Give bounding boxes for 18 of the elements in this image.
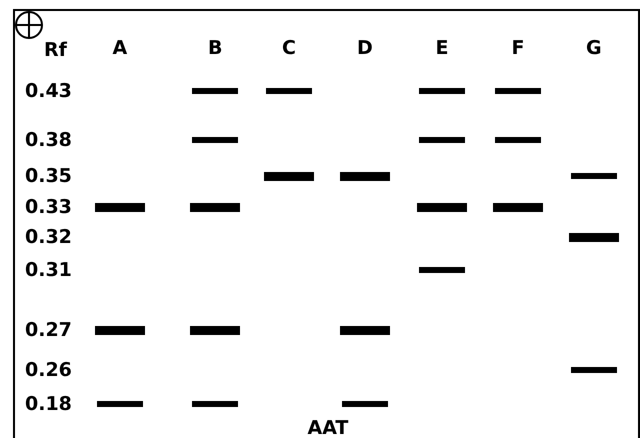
rf-value: 0.35 [25,165,72,187]
lane-label: F [512,37,524,59]
rf-value: 0.26 [25,359,72,381]
lane-label: B [208,37,222,59]
rf-value: 0.31 [25,259,72,281]
rf-value: 0.38 [25,129,72,151]
axis-label: Rf [44,39,67,61]
rf-value: 0.43 [25,80,72,102]
rf-value: 0.33 [25,196,72,218]
lane-label: G [586,37,602,59]
lane-label: E [436,37,448,59]
caption: AAT [308,417,348,438]
rf-value: 0.27 [25,319,72,341]
lane-label: D [357,37,373,59]
rf-value: 0.18 [25,393,72,415]
rf-value: 0.32 [25,226,72,248]
lane-label: A [112,37,128,59]
lane-label: C [282,37,296,59]
